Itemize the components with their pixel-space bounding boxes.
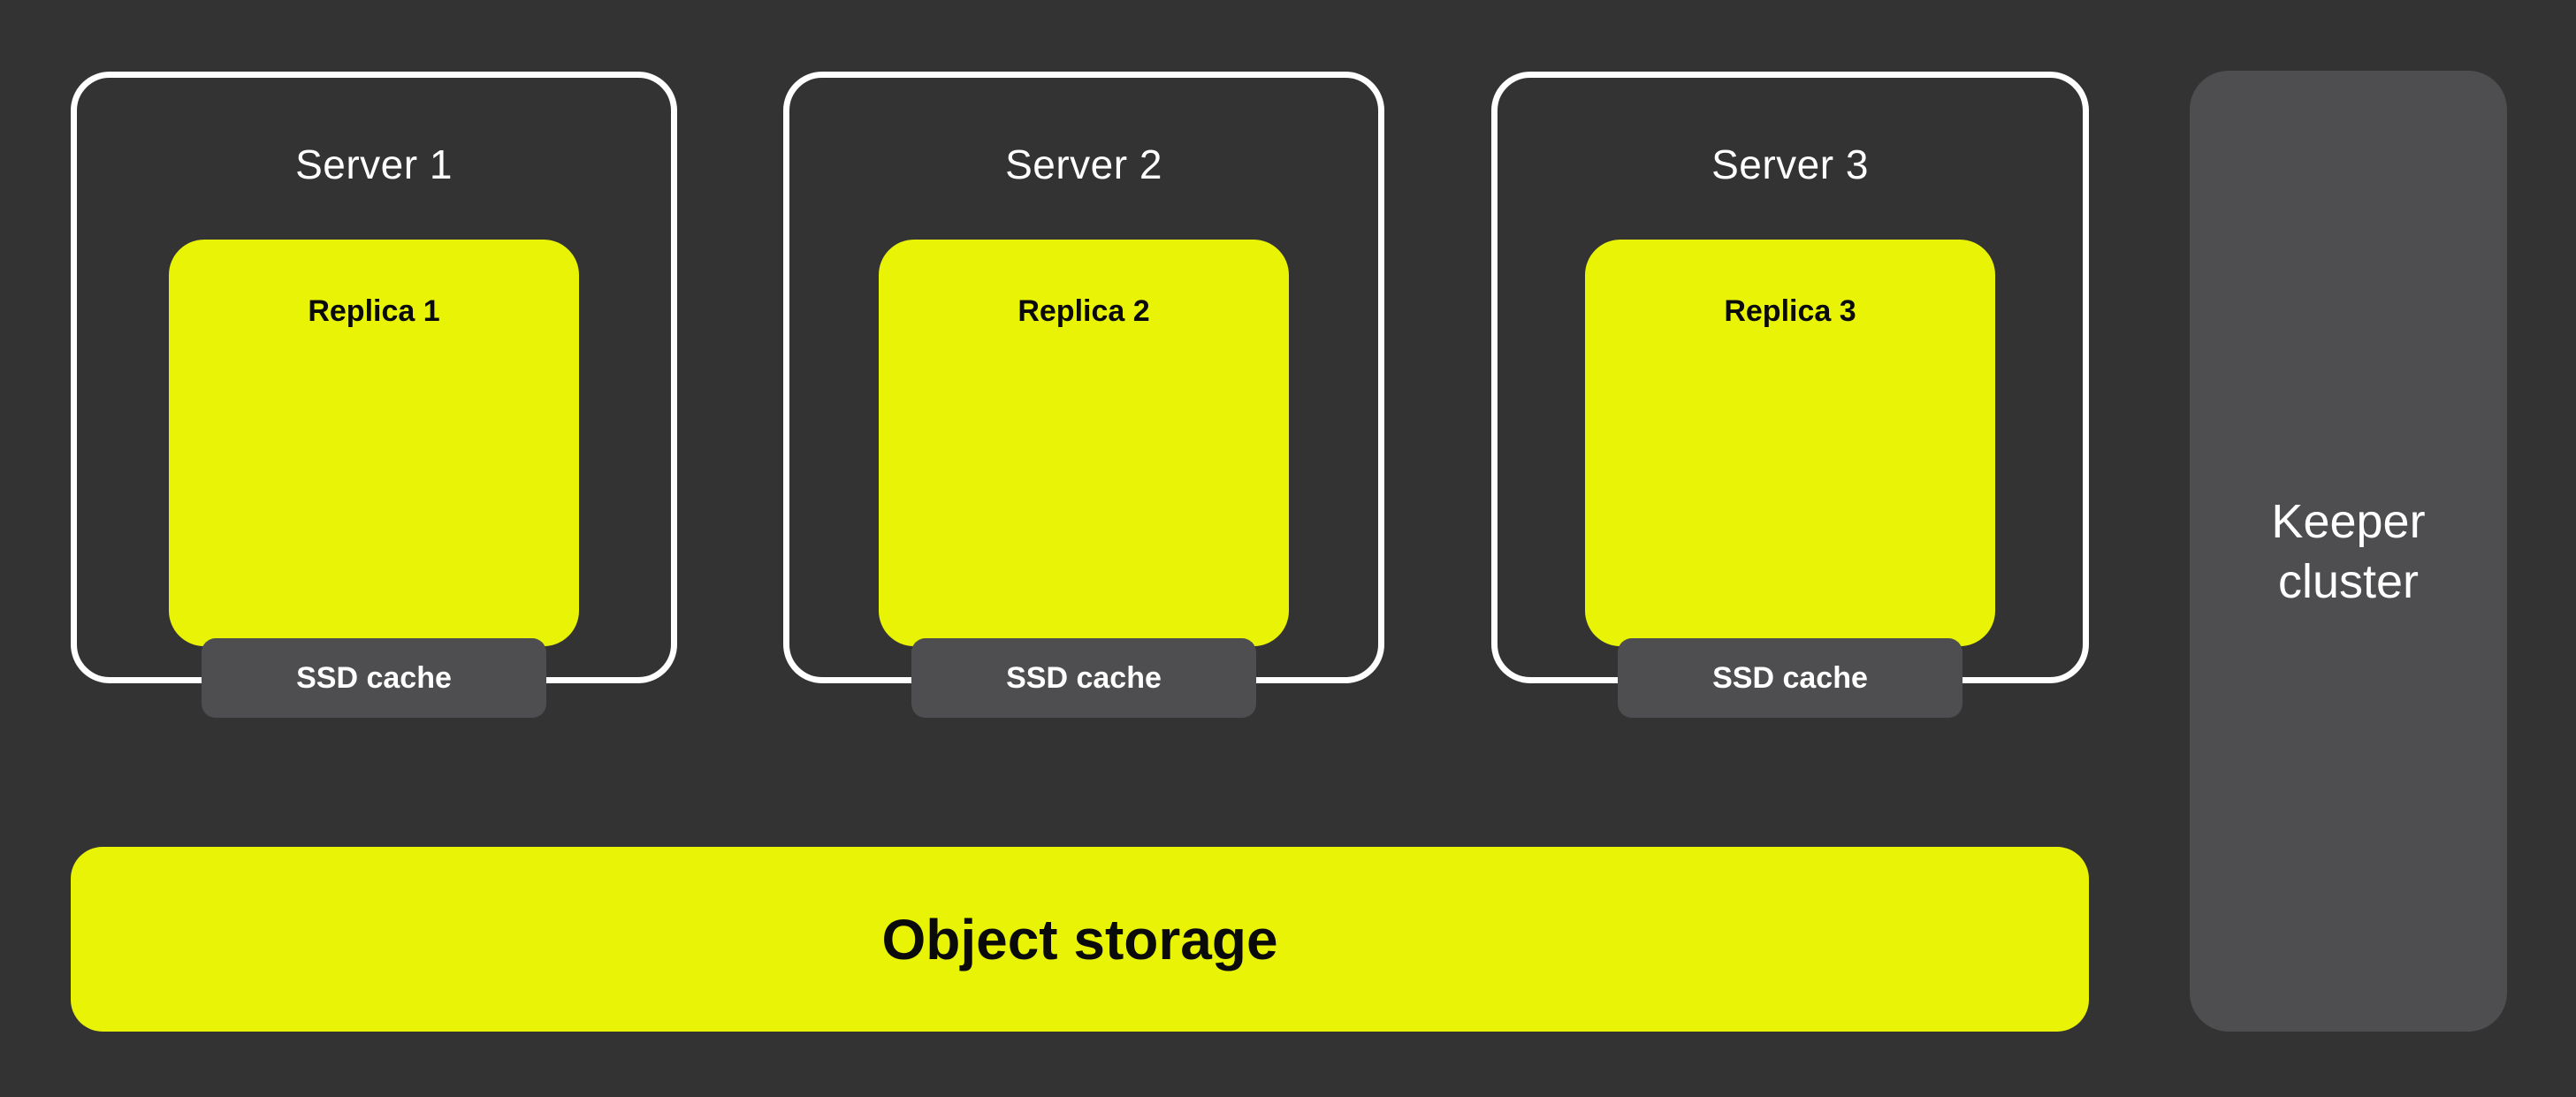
object-storage-box: Object storage (71, 847, 2089, 1032)
ssd-cache-badge: SSD cache (911, 638, 1256, 718)
server-2-title: Server 2 (1005, 141, 1162, 187)
ssd-cache-badge: SSD cache (1618, 638, 1962, 718)
ssd-cache-badge: SSD cache (202, 638, 546, 718)
replica-2-box: Replica 2 (879, 240, 1289, 646)
server-3-title: Server 3 (1711, 141, 1869, 187)
replica-3-box: Replica 3 (1585, 240, 1995, 646)
keeper-cluster-label: Keeper cluster (2271, 494, 2426, 608)
replica-3-label: Replica 3 (1724, 294, 1856, 328)
object-storage-label: Object storage (881, 907, 1278, 971)
replica-2-label: Replica 2 (1017, 294, 1150, 328)
server-1-box: Server 1 Replica 1 SSD cache (71, 72, 677, 718)
ssd-cache-label: SSD cache (1006, 661, 1162, 695)
ssd-cache-label: SSD cache (1712, 661, 1868, 695)
server-1-title: Server 1 (295, 141, 453, 187)
replica-1-label: Replica 1 (308, 294, 440, 328)
server-3-box: Server 3 Replica 3 SSD cache (1491, 72, 2089, 718)
server-2-box: Server 2 Replica 2 SSD cache (783, 72, 1384, 718)
replica-1-box: Replica 1 (169, 240, 579, 646)
ssd-cache-label: SSD cache (296, 661, 452, 695)
keeper-cluster-box: Keeper cluster (2190, 71, 2507, 1032)
